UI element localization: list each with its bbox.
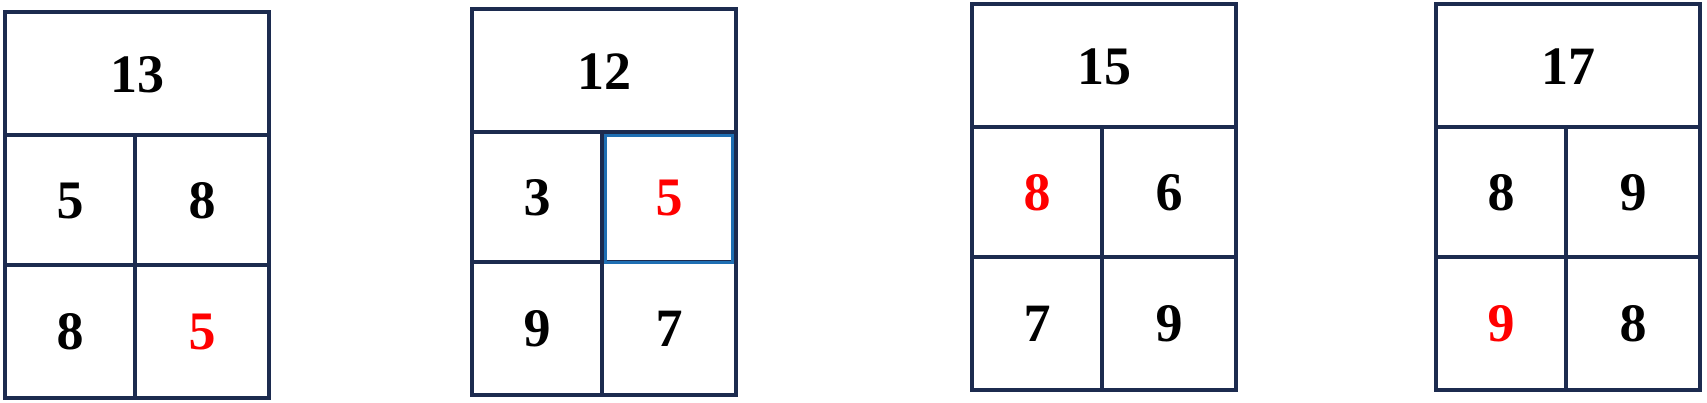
card-grid: 8 6 7 9 <box>974 129 1234 388</box>
cell-top-right: 8 <box>137 137 267 267</box>
number-card-4: 17 8 9 9 8 <box>1434 2 1702 392</box>
cell-top-right: 9 <box>1568 129 1698 259</box>
cell-bottom-right: 9 <box>1155 293 1183 354</box>
cell-top-left: 3 <box>474 134 604 264</box>
cell-top-right: 6 <box>1104 129 1234 259</box>
cell-top-left: 8 <box>974 129 1104 259</box>
card-grid: 8 9 9 8 <box>1438 129 1698 388</box>
cell-bottom-left: 8 <box>7 266 137 396</box>
card-sum: 12 <box>474 11 734 134</box>
cell-bottom-left: 7 <box>974 258 1104 388</box>
cell-top-left: 5 <box>7 137 137 267</box>
number-card-1: 13 5 8 8 5 <box>3 10 271 400</box>
card-sum: 13 <box>7 14 267 137</box>
card-grid: 3 5 9 7 <box>474 134 734 393</box>
number-card-2: 12 3 5 9 7 <box>470 7 738 397</box>
cell-bottom-right: 5 <box>188 301 216 362</box>
cell-top-left: 8 <box>1438 129 1568 259</box>
card-sum: 17 <box>1438 6 1698 129</box>
number-card-3: 15 8 6 7 9 <box>970 2 1238 392</box>
cell-bottom-right: 7 <box>655 298 683 359</box>
cell-bottom-right: 8 <box>1619 293 1647 354</box>
cell-bottom-left: 9 <box>474 263 604 393</box>
card-grid: 5 8 8 5 <box>7 137 267 396</box>
cell-bottom-left: 9 <box>1438 258 1568 388</box>
cell-top-right: 5 <box>604 134 734 264</box>
card-sum: 15 <box>974 6 1234 129</box>
